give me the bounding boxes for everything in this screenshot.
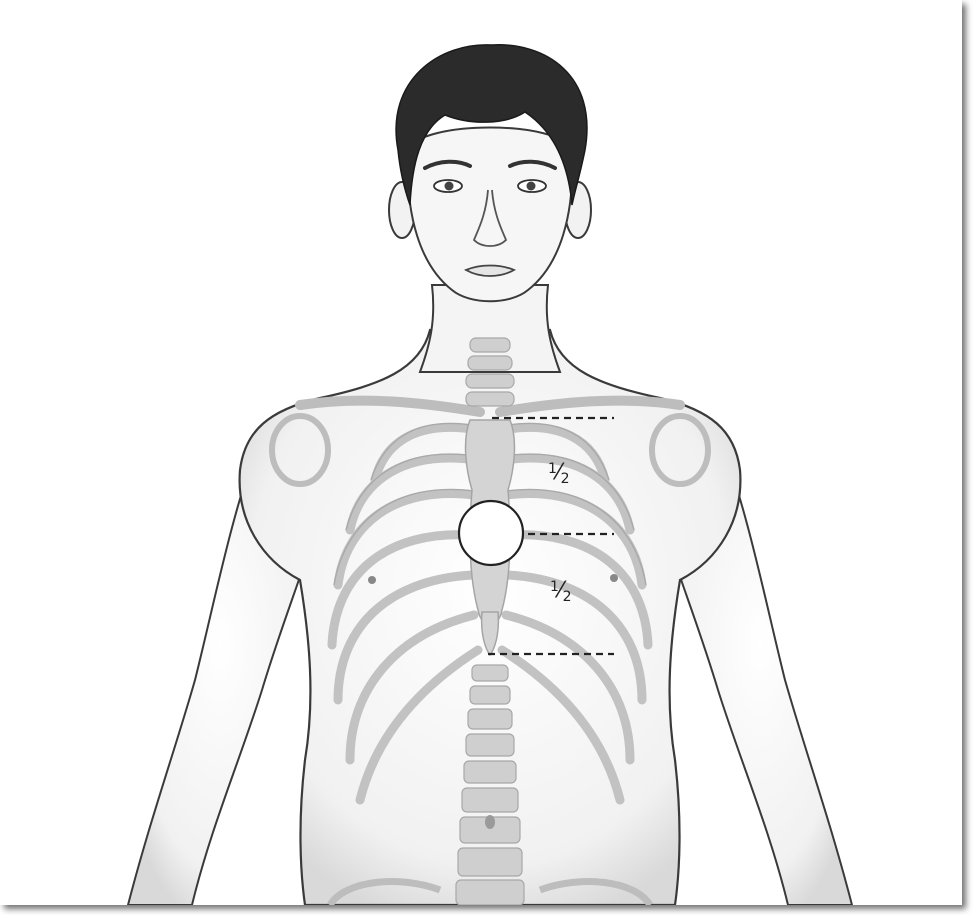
left-iris [445,182,454,191]
lower-half-denominator: 2 [563,589,572,605]
navel [485,815,495,829]
upper-half-numerator: 1 [548,461,557,477]
left-nipple [368,576,376,584]
right-iris [527,182,536,191]
torso-anatomy-illustration [0,0,962,905]
lower-half-label: 1⁄2 [550,578,572,603]
illustration-frame: 1⁄2 1⁄2 [0,0,962,905]
upper-half-denominator: 2 [561,471,570,487]
lower-half-numerator: 1 [550,579,559,595]
right-nipple [610,574,618,582]
sternum-marker-circle [459,501,523,565]
upper-half-label: 1⁄2 [548,460,570,485]
